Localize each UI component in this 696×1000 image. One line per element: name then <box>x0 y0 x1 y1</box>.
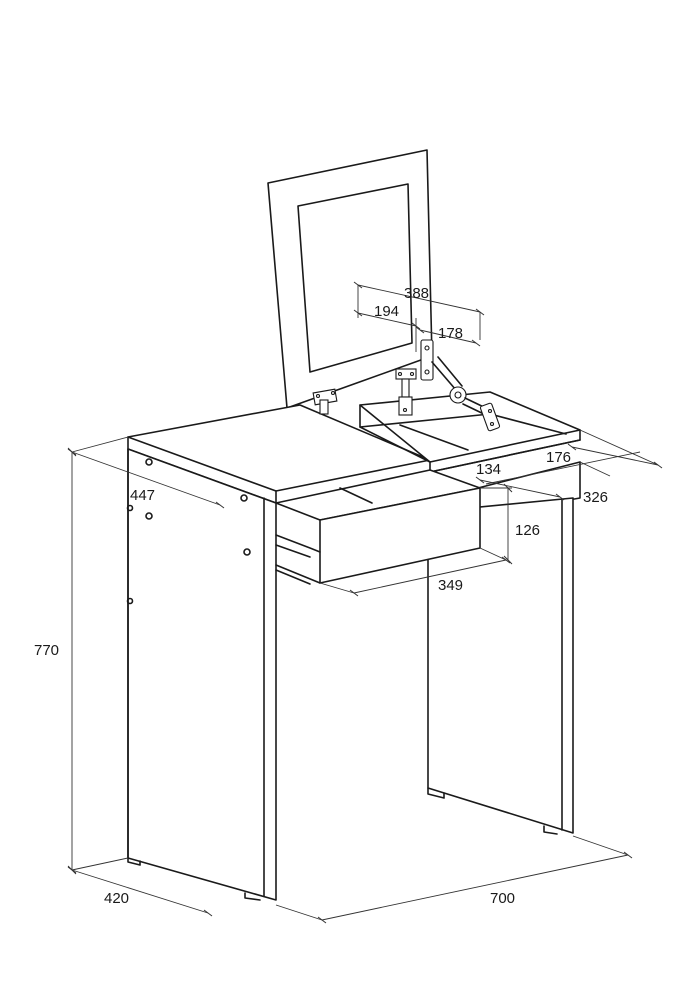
dowel-hole <box>126 504 134 512</box>
cam-hole <box>145 512 153 520</box>
cam-hole <box>243 548 251 556</box>
dimension-label: 388 <box>404 285 429 302</box>
dimension-label: 194 <box>374 303 399 320</box>
mirror-glass <box>297 183 413 373</box>
dimension-label: 770 <box>34 642 59 659</box>
dimension-label: 126 <box>515 522 540 539</box>
dimension-label: 134 <box>476 461 501 478</box>
dimension-lines <box>67 281 663 924</box>
left-panel-outer <box>127 448 277 901</box>
dimension-label: 176 <box>546 449 571 466</box>
dimension-label: 349 <box>438 577 463 594</box>
hinge-middle <box>395 368 417 416</box>
right-side-panel <box>427 497 574 835</box>
hinge-left <box>312 388 338 415</box>
dimension-labels: 388 194 178 134 176 447 326 126 349 770 … <box>34 285 608 907</box>
left-side-panel <box>126 448 277 901</box>
dowel-hole <box>126 597 134 605</box>
cam-hole <box>145 458 153 466</box>
lid-stay-arm <box>420 339 501 432</box>
dimension-label: 326 <box>583 489 608 506</box>
dimension-label: 178 <box>438 325 463 342</box>
dimension-label: 700 <box>490 890 515 907</box>
cam-hole <box>240 494 248 502</box>
drawer <box>275 469 481 585</box>
dimension-label: 420 <box>104 890 129 907</box>
dimension-label: 447 <box>130 487 155 504</box>
